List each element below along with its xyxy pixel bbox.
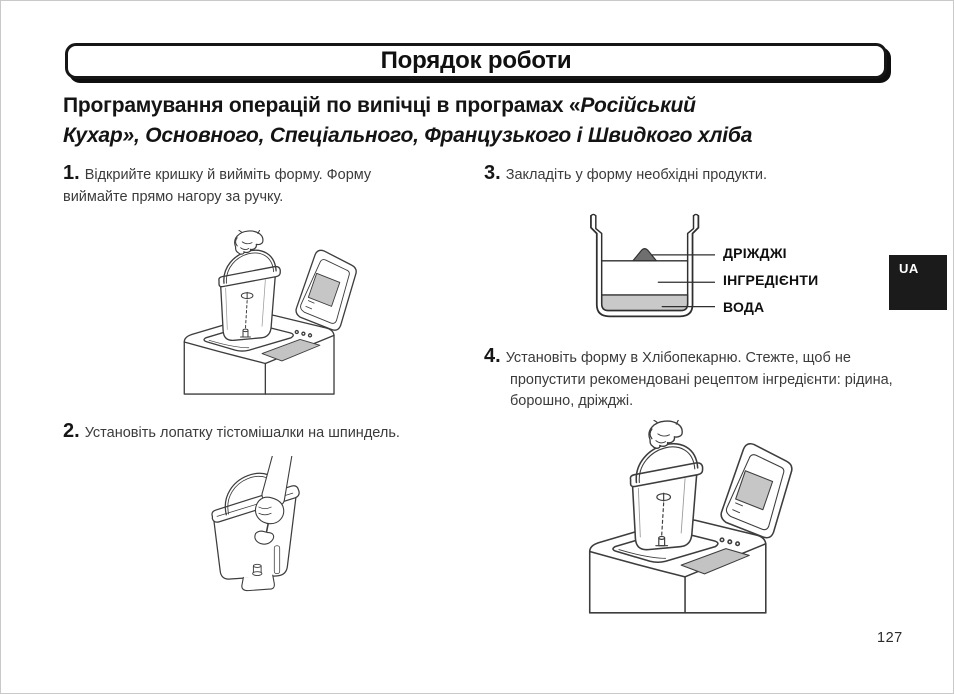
step-3-number: 3.	[484, 162, 501, 184]
section-title-box: Порядок роботи	[65, 43, 887, 79]
step-3-text: Закладіть у форму необхідні продукти.	[505, 167, 767, 183]
step2-pan-paddle-illustration	[211, 456, 300, 592]
step-4-number: 4.	[484, 345, 501, 367]
step-4: 4.Установіть форму в Хлібопекарню. Стежт…	[484, 345, 918, 413]
step-3: 3.Закладіть у форму необхідні продукти.	[484, 162, 904, 187]
label-water: ВОДА	[723, 299, 765, 315]
step-1-text: Відкрийте кришку й вийміть форму. Форму …	[63, 167, 372, 205]
heading-line1: Програмування операцій по випічці в прог…	[63, 94, 696, 117]
step-2-text: Установіть лопатку тістомішалки на шпинд…	[84, 425, 400, 441]
step-2: 2.Установіть лопатку тістомішалки на шпи…	[63, 420, 483, 445]
page-number: 127	[877, 630, 903, 646]
heading-italic-part1: Російський	[580, 94, 696, 117]
program-heading: Програмування операцій по випічці в прог…	[63, 91, 943, 151]
step1-bread-machine-remove-pan-illustration	[183, 230, 357, 395]
label-yeast: ДРІЖДЖІ	[723, 245, 787, 261]
heading-line2: Кухар», Основного, Спеціального, Француз…	[63, 124, 753, 147]
step-1-number: 1.	[63, 162, 80, 184]
language-tab-ua: UA	[889, 255, 947, 310]
step4-insert-pan-illustration	[588, 420, 793, 614]
step-2-number: 2.	[63, 420, 80, 442]
section-title: Порядок роботи	[380, 47, 572, 74]
pan-cross-section-diagram	[590, 213, 715, 318]
step-1: 1.Відкрийте кришку й вийміть форму. Форм…	[63, 162, 435, 208]
label-ingredients: ІНГРЕДІЄНТИ	[723, 272, 819, 288]
step-4-text: Установіть форму в Хлібопекарню. Стежте,…	[505, 350, 893, 409]
heading-regular-part: Програмування операцій по випічці в прог…	[63, 94, 581, 117]
